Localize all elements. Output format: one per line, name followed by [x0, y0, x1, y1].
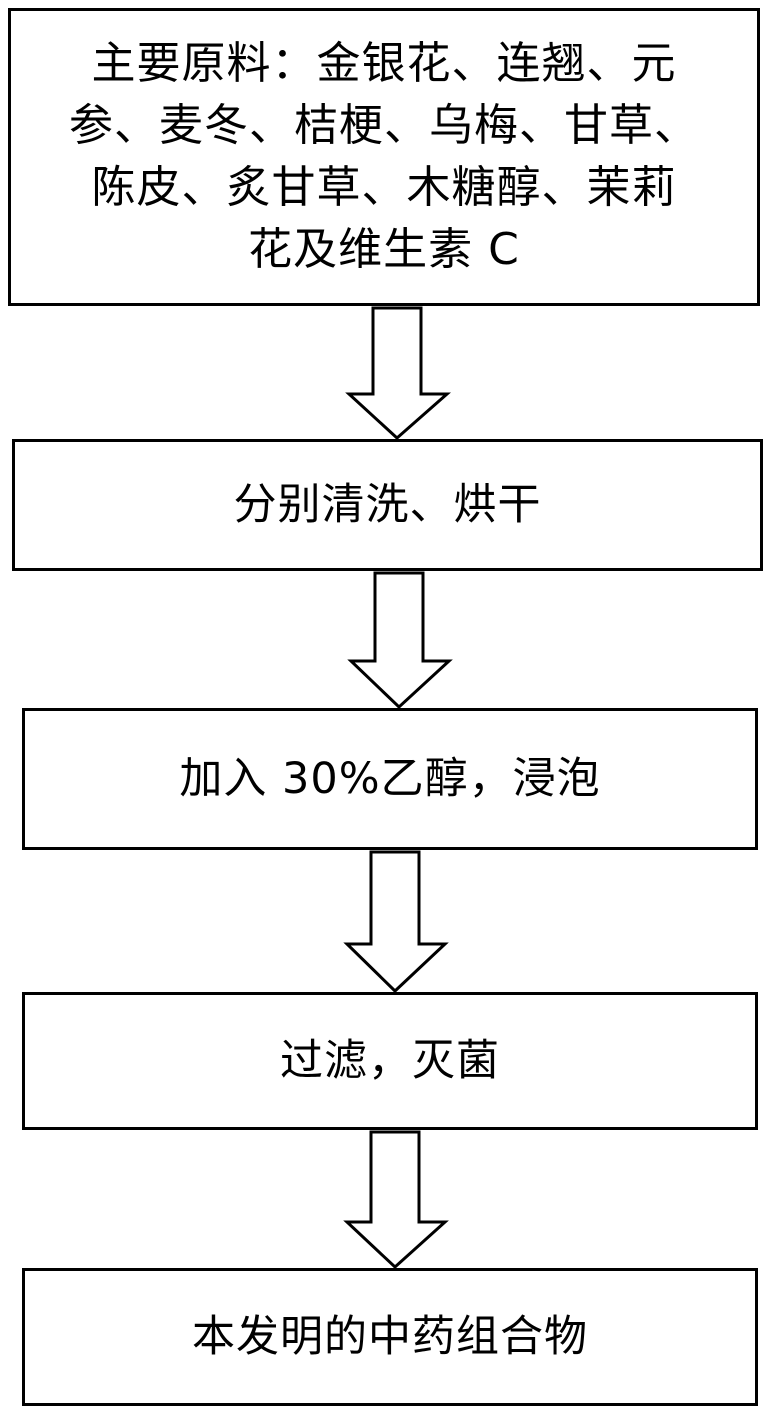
- step-raw-materials-text: 主要原料：金银花、连翘、元 参、麦冬、桔梗、乌梅、甘草、 陈皮、炙甘草、木糖醇、…: [69, 38, 699, 275]
- step-wash-dry-box: 分别清洗、烘干: [12, 439, 763, 571]
- down-arrow-2: [347, 571, 453, 710]
- step-filter-sterilize-text: 过滤，灭菌: [280, 1036, 500, 1086]
- step-final-product-box: 本发明的中药组合物: [22, 1268, 758, 1406]
- step-ethanol-soak-text: 加入 30%乙醇，浸泡: [179, 754, 601, 804]
- step-wash-dry-text: 分别清洗、烘干: [233, 480, 542, 530]
- down-arrow-4: [343, 1130, 449, 1270]
- step-final-product-text: 本发明的中药组合物: [192, 1312, 588, 1362]
- step-ethanol-soak-box: 加入 30%乙醇，浸泡: [22, 708, 758, 850]
- step-filter-sterilize-box: 过滤，灭菌: [22, 992, 758, 1130]
- step-raw-materials-box: 主要原料：金银花、连翘、元 参、麦冬、桔梗、乌梅、甘草、 陈皮、炙甘草、木糖醇、…: [8, 8, 760, 306]
- down-arrow-3: [343, 850, 449, 994]
- down-arrow-1: [345, 306, 451, 441]
